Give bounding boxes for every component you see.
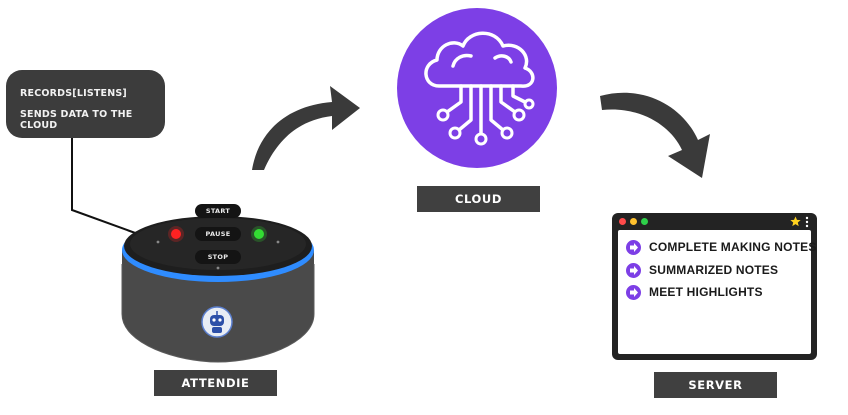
cloud-circuit-icon [424,31,535,146]
arrow-bullet-icon [626,262,641,278]
server-item-label: COMPLETE MAKING NOTES [649,240,817,254]
callout-line-records: RECORDS[LISTENS] [20,88,127,99]
server-item: SUMMARIZED NOTES [626,262,778,278]
window-minimize-dot[interactable] [630,218,637,225]
attendie-label: ATTENDIE [154,370,277,396]
server-item-label: SUMMARIZED NOTES [649,263,779,277]
cloud-circle [397,8,557,168]
arrow-bullet-icon [626,239,641,255]
start-button[interactable]: START [195,204,241,218]
server-window: COMPLETE MAKING NOTES SUMMARIZED NOTES M… [612,213,817,360]
server-item-label: MEET HIGHLIGHTS [649,285,763,299]
server-item: COMPLETE MAKING NOTES [626,239,817,255]
attendie-device: START PAUSE STOP [118,194,318,364]
callout-bubble: RECORDS[LISTENS] SENDS DATA TO THE CLOUD [6,70,165,138]
server-label: SERVER [654,372,777,398]
server-item: MEET HIGHLIGHTS [626,284,763,300]
arrow-to-cloud [252,86,360,170]
callout-connector [71,138,139,235]
pause-button[interactable]: PAUSE [195,227,241,241]
window-close-dot[interactable] [619,218,626,225]
star-icon[interactable] [790,216,801,227]
arrow-bullet-icon [626,284,641,300]
menu-dots-icon[interactable] [805,216,809,228]
server-content: COMPLETE MAKING NOTES SUMMARIZED NOTES M… [618,230,816,354]
stop-button[interactable]: STOP [195,250,241,264]
robot-logo-icon [201,306,233,338]
callout-line-sends-data: SENDS DATA TO THE CLOUD [20,109,133,131]
window-maximize-dot[interactable] [641,218,648,225]
arrow-to-server [600,92,710,178]
cloud-label: CLOUD [417,186,540,212]
